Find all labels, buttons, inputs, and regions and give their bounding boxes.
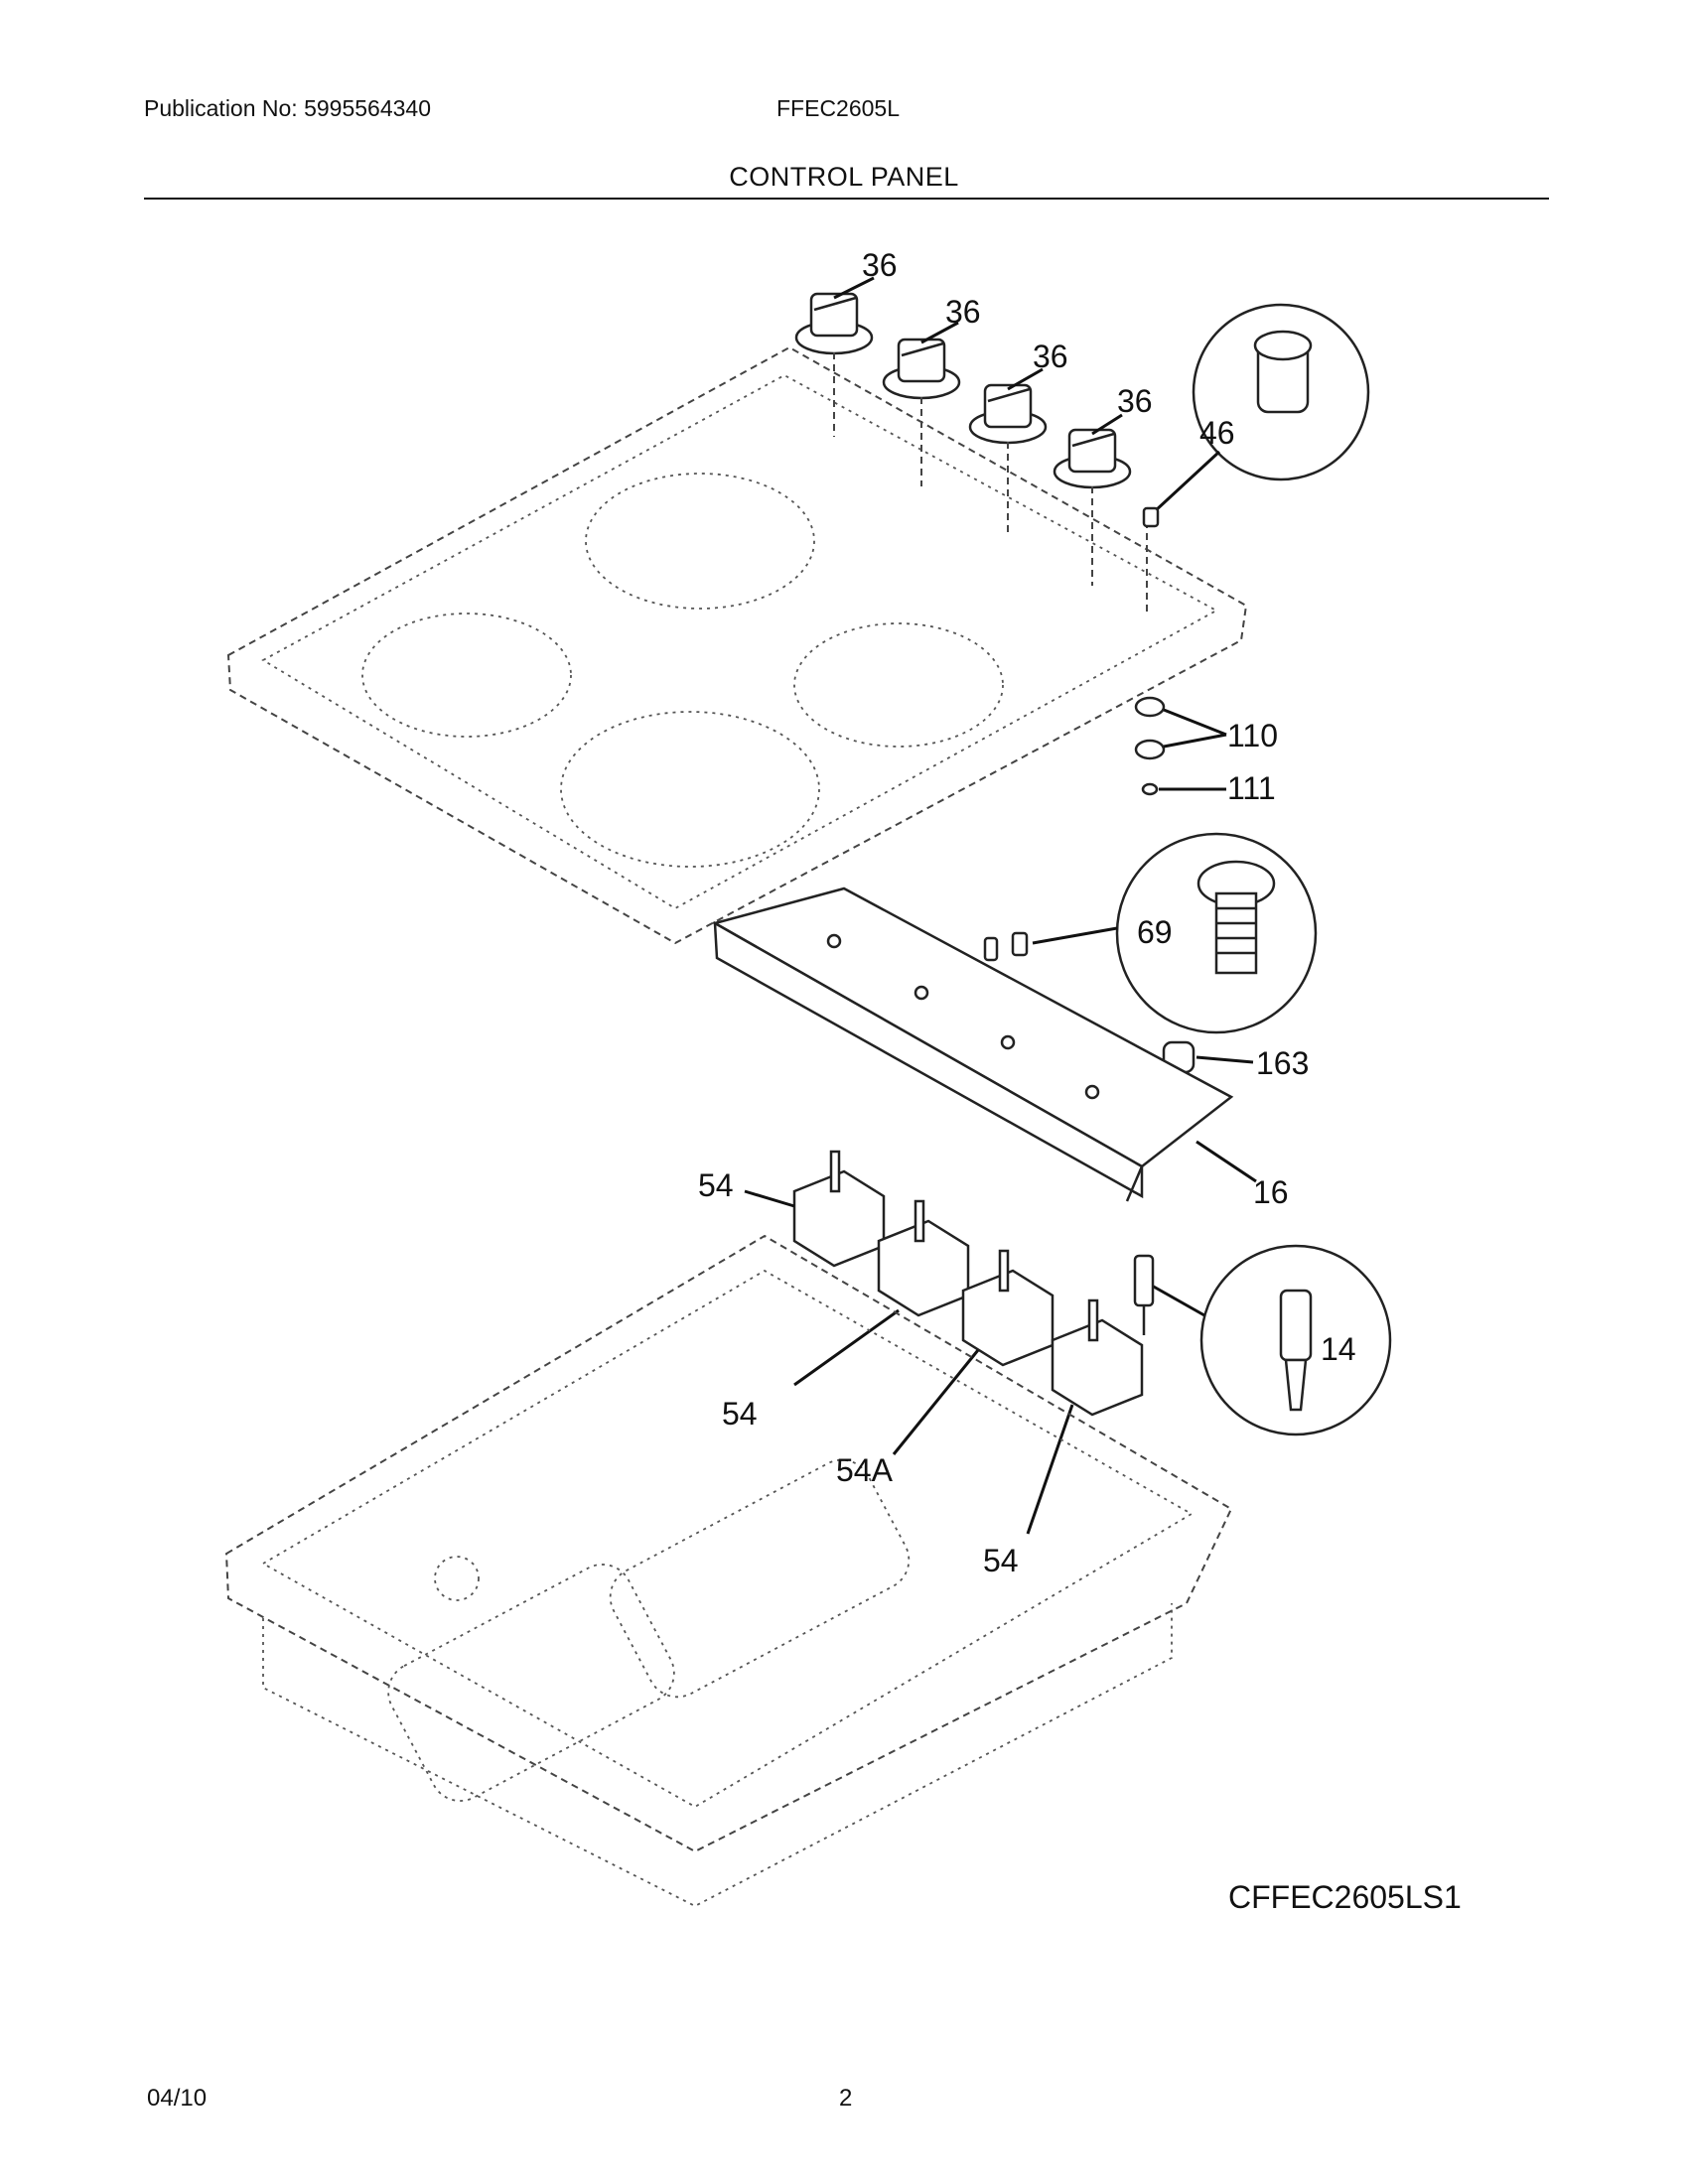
indicator-lens-detail <box>1142 303 1370 528</box>
label-69: 69 <box>1137 914 1173 950</box>
label-46: 46 <box>1199 415 1235 451</box>
page-number: 2 <box>839 2085 853 2112</box>
label-14: 14 <box>1321 1331 1356 1367</box>
knob-36-4 <box>1053 428 1132 489</box>
washers <box>1134 696 1227 796</box>
screw-detail <box>983 832 1318 1034</box>
publication-number: Publication No: 5995564340 <box>144 95 432 121</box>
model-number: FFEC2605L <box>776 95 901 121</box>
label-36-3: 36 <box>1033 339 1068 374</box>
knob-36-2 <box>882 338 961 400</box>
diagram-code: CFFEC2605LS1 <box>1228 1879 1462 1915</box>
cooktop-base-pan <box>224 1234 1233 1908</box>
signal-light-detail <box>1133 1244 1392 1436</box>
cooktop-panel <box>226 345 1248 945</box>
header-rule <box>144 198 1549 200</box>
label-54-4: 54 <box>983 1543 1019 1578</box>
label-111: 111 <box>1227 770 1276 806</box>
section-title: CONTROL PANEL <box>729 162 959 192</box>
label-54-2: 54 <box>722 1396 758 1432</box>
label-110: 110 <box>1227 718 1278 753</box>
label-36-4: 36 <box>1117 383 1153 419</box>
switch-54A <box>892 1249 1055 1455</box>
label-36-2: 36 <box>945 294 981 330</box>
label-54A: 54A <box>836 1452 894 1488</box>
knob-36-3 <box>968 383 1048 445</box>
knob-leader-lines <box>833 276 1148 615</box>
switch-54-1 <box>744 1150 886 1268</box>
switch-54-4 <box>1026 1298 1144 1535</box>
label-54-1: 54 <box>698 1167 734 1203</box>
label-163: 163 <box>1256 1045 1309 1081</box>
control-bracket <box>711 887 1257 1202</box>
label-16: 16 <box>1253 1174 1289 1210</box>
publication-date: 04/10 <box>147 2085 208 2112</box>
label-36-1: 36 <box>862 247 898 283</box>
knob-36-1 <box>794 292 874 355</box>
